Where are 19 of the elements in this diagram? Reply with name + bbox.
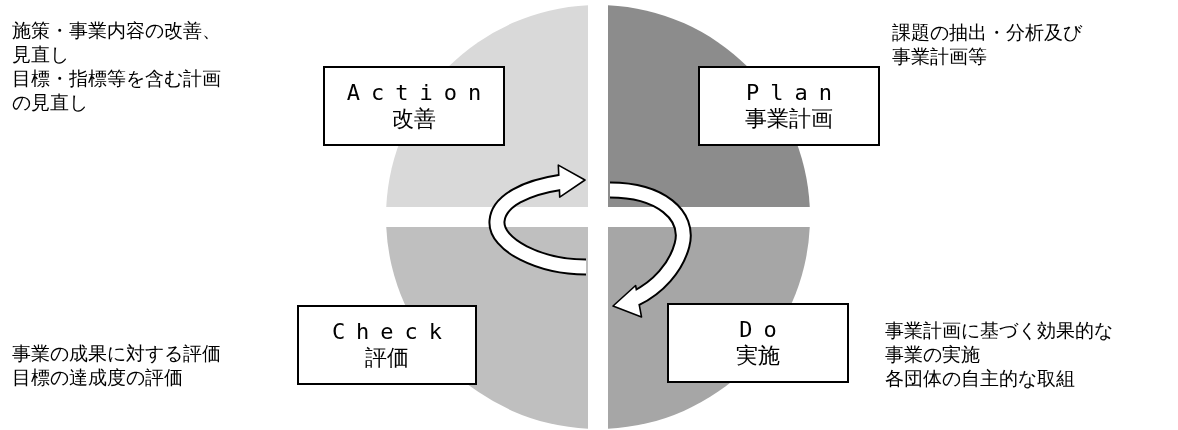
description-text: 課題の抽出・分析及び事業計画等 bbox=[892, 20, 1084, 69]
description-text: 目標の達成度の評価 bbox=[12, 365, 184, 390]
stage-title: Do bbox=[739, 316, 788, 343]
description-text: 施策・事業内容の改善、見直し bbox=[12, 18, 222, 67]
stage-box bbox=[667, 303, 849, 383]
stage-title: Check bbox=[331, 318, 454, 345]
stage-label: 改善 bbox=[392, 106, 436, 133]
description-text: 各団体の自主的な取組 bbox=[885, 366, 1076, 391]
stage-label: 事業計画 bbox=[745, 106, 833, 133]
description-text: 事業計画に基づく効果的な事業の実施 bbox=[885, 318, 1114, 367]
stage-box bbox=[698, 66, 880, 146]
stage-label: 評価 bbox=[365, 345, 409, 372]
description-text: 事業の成果に対する評価 bbox=[12, 341, 222, 366]
stage-box bbox=[297, 305, 477, 385]
stage-label: 実施 bbox=[736, 343, 780, 370]
stage-title: Plan bbox=[746, 79, 843, 106]
description-text: 目標・指標等を含む計画の見直し bbox=[12, 66, 222, 115]
stage-box bbox=[323, 66, 505, 146]
stage-title: Action bbox=[346, 79, 493, 106]
